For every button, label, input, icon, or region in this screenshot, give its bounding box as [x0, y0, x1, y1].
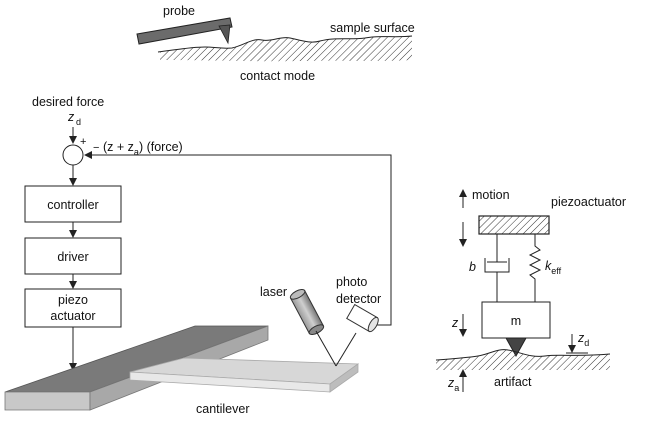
photodetector-body: [346, 303, 379, 333]
sample-surface-line: [157, 35, 413, 53]
zd-symbol: z: [67, 110, 75, 124]
photo-label-line1: photo: [336, 275, 367, 289]
zd-label: zd: [577, 331, 589, 348]
laser-label: laser: [260, 285, 287, 299]
contact-mode-caption: contact mode: [240, 69, 315, 83]
piezoactuator-label: piezoactuator: [551, 195, 626, 209]
stage-front: [4, 391, 91, 411]
motion-label: motion: [472, 188, 510, 202]
artifact-surface-line: [435, 349, 611, 361]
probe-label: probe: [163, 4, 195, 18]
piezo-label-line2: actuator: [50, 309, 95, 323]
laser-beam-incident: [315, 330, 337, 367]
mechanical-model: motion piezoactuator b keff m z zd za ar…: [435, 188, 626, 393]
damper-label: b: [469, 260, 476, 274]
piezo-actuator-block: [24, 288, 122, 328]
z-label: z: [451, 316, 459, 330]
za-label: za: [447, 376, 459, 393]
piezo-label-line1: piezo: [58, 293, 88, 307]
mass-block: [481, 301, 551, 339]
spring: [528, 234, 542, 302]
mass-label: m: [511, 314, 521, 328]
cantilever-label: cantilever: [196, 402, 250, 416]
sample-surface-label: sample surface: [330, 21, 415, 35]
zd-subscript: d: [76, 117, 81, 127]
summing-junction: [62, 144, 84, 166]
cantilever-scene: laser photo detector cantilever: [4, 275, 381, 416]
mass-tip: [505, 337, 527, 358]
contact-mode-illustration: probe sample surface contact mode: [136, 4, 415, 83]
minus-sign: −: [93, 142, 99, 154]
controller-label: controller: [47, 198, 98, 212]
driver-label: driver: [57, 250, 88, 264]
probe-tip: [218, 24, 231, 45]
feedback-label: (z + za) (force): [103, 140, 183, 157]
piezo-plate: [478, 215, 550, 235]
photo-label-line2: detector: [336, 292, 381, 306]
plus-sign: +: [80, 136, 86, 148]
spring-label: keff: [545, 259, 562, 276]
probe-beam: [136, 17, 233, 45]
feedback-line: [84, 151, 392, 326]
laser-body: [289, 288, 325, 336]
control-loop: desired force z d + − (z + za) (force) c…: [24, 95, 392, 371]
sample-hatch: [160, 36, 412, 62]
desired-force-label: desired force: [32, 95, 104, 109]
controller-block: [24, 185, 122, 223]
driver-block: [24, 237, 122, 275]
laser-beam-reflected: [335, 332, 357, 367]
artifact-surface-hatch: [436, 349, 610, 370]
artifact-label: artifact: [494, 375, 532, 389]
cantilever-side: [329, 363, 359, 393]
